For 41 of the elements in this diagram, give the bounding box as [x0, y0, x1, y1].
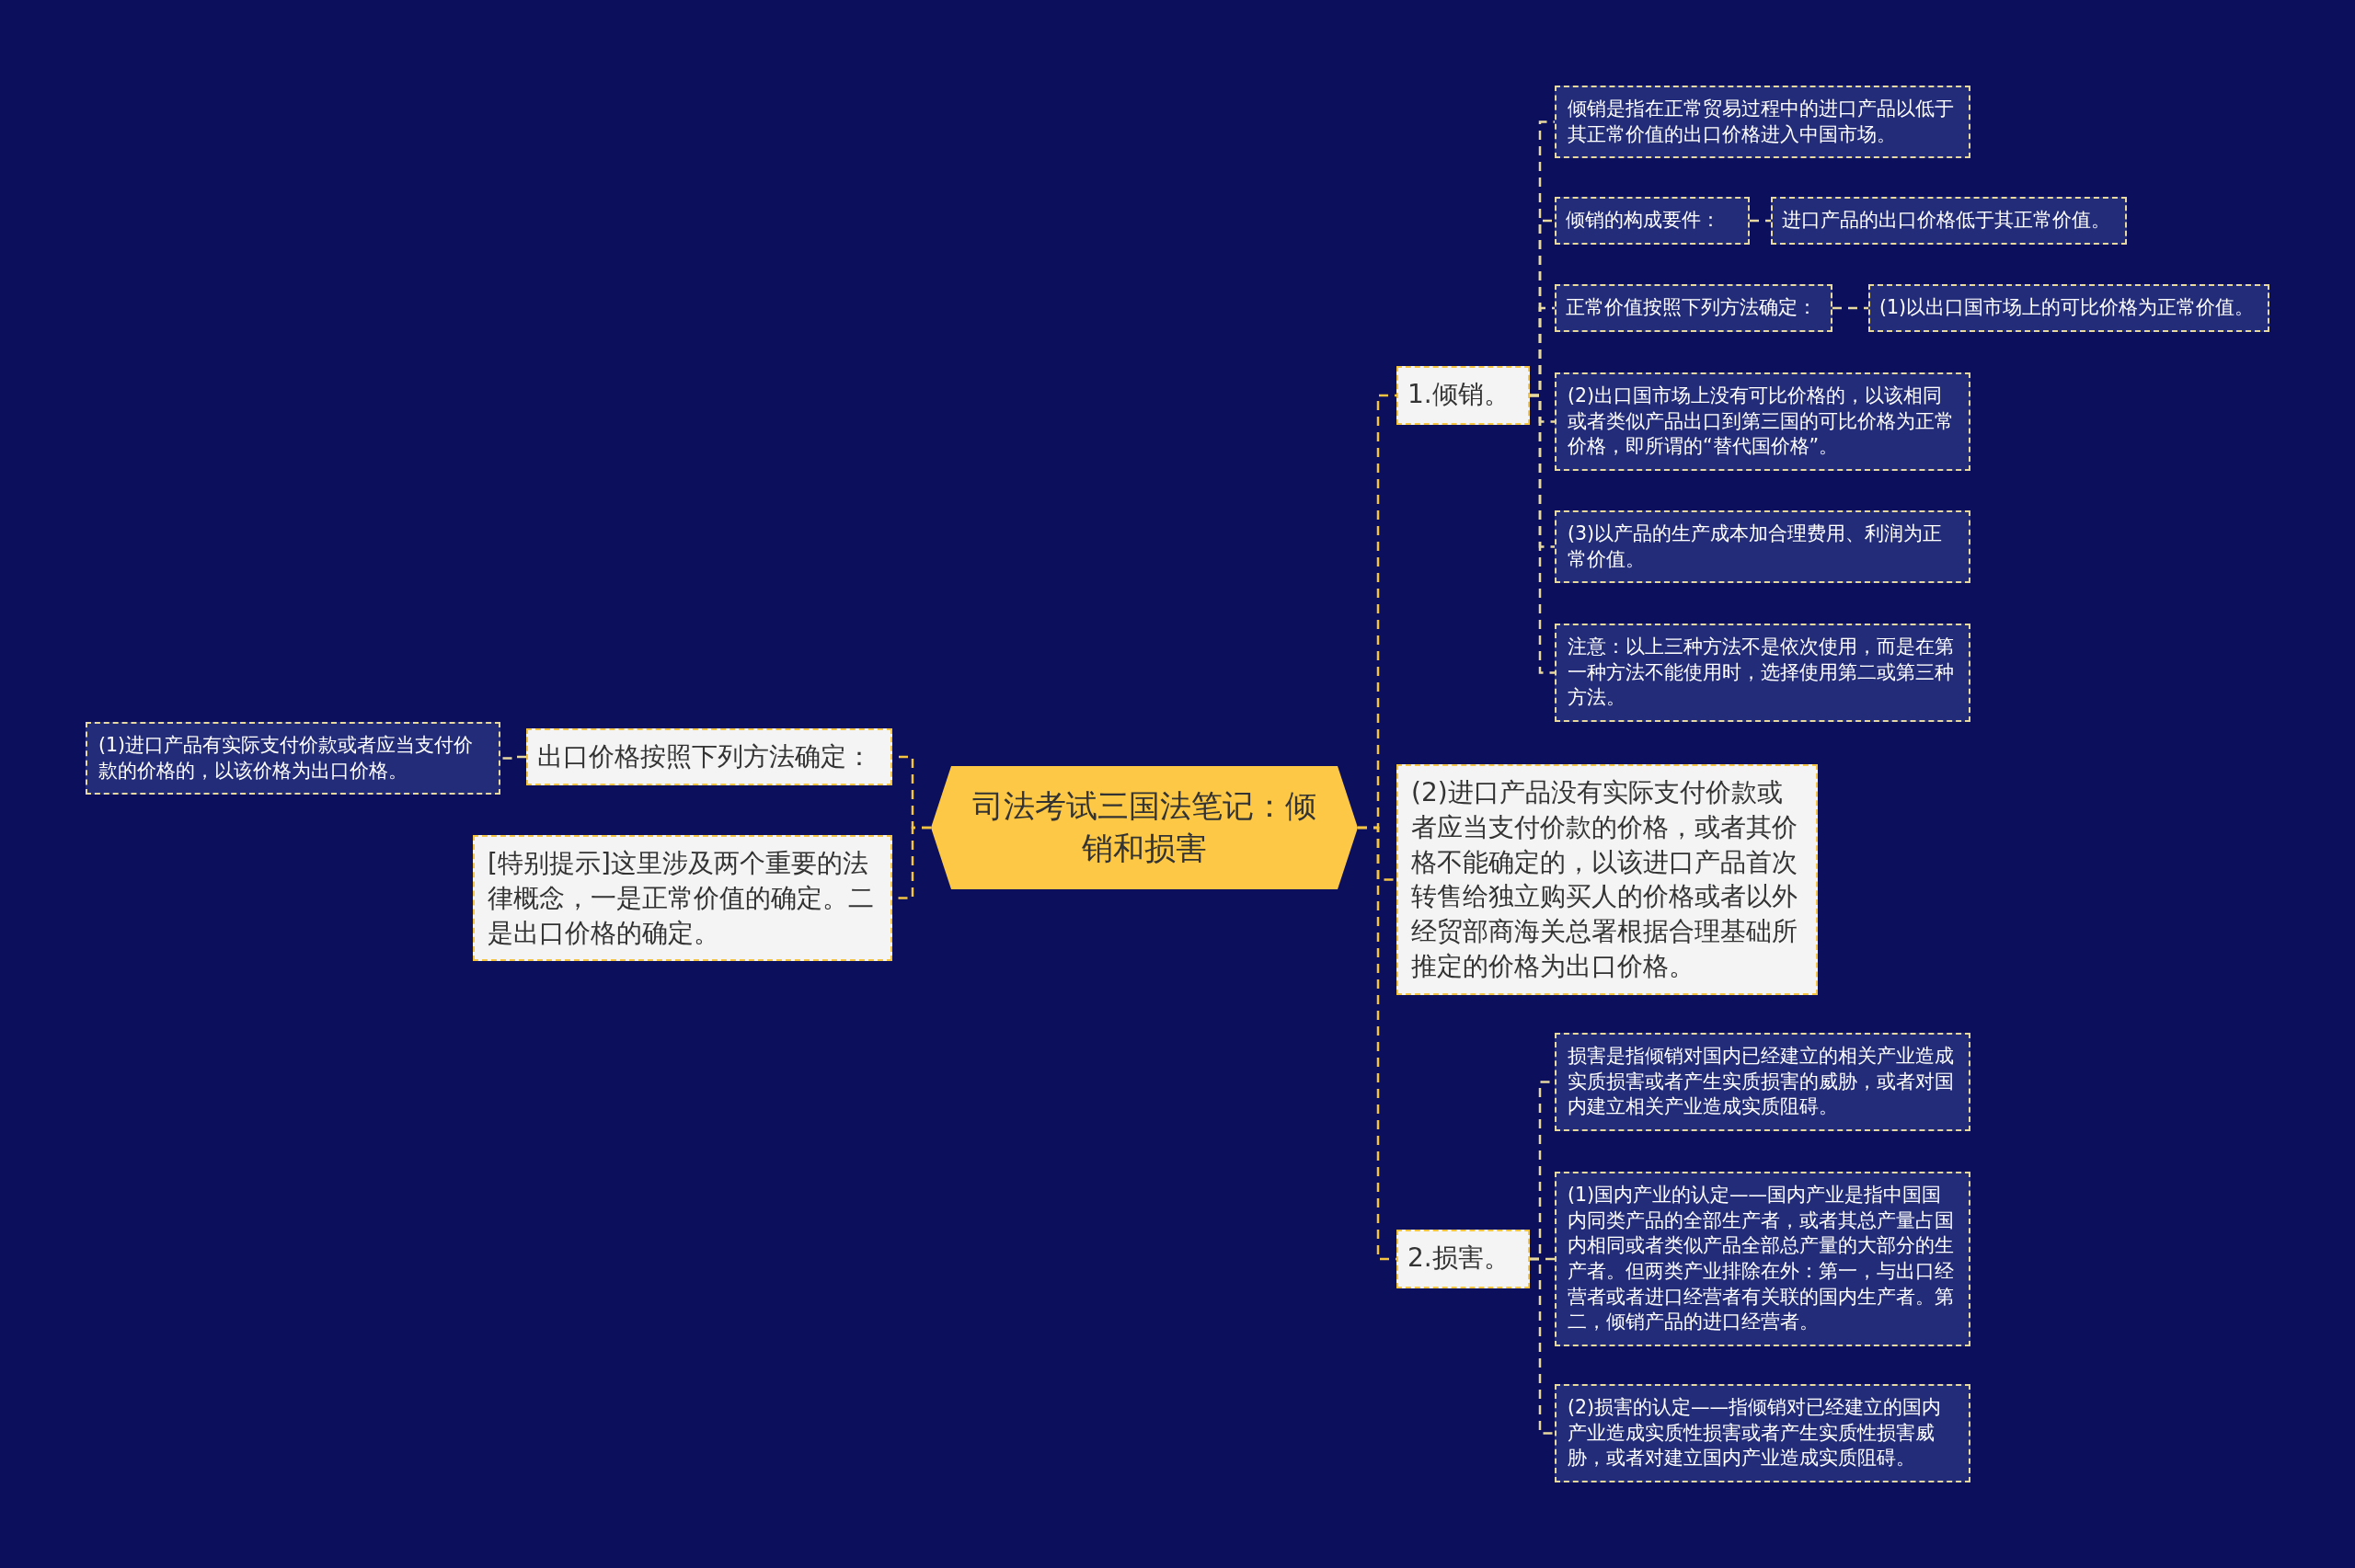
subtopic-box [1555, 1384, 1970, 1482]
topic-text: (1)以出口国市场上的可比价格为正常价值。 [1879, 295, 2256, 320]
subtopic-box [1555, 197, 1750, 245]
topic-text: 损害是指倾销对国内已经建立的相关产业造成实质损害或者产生实质损害的威胁，或者对国内建立相关产业造成实质阻碍。 [1568, 1044, 1955, 1120]
topic-text: (1)进口产品有实际支付价款或者应当支付价款的价格的，以该价格为出口价格。 [98, 733, 475, 784]
topic-text: 1.倾销。 [1407, 378, 1511, 411]
topic-text: 倾销是指在正常贸易过程中的进口产品以低于其正常价值的出口价格进入中国市场。 [1568, 97, 1955, 147]
subtopic-box [1555, 624, 1970, 722]
central-topic-hexagon [931, 766, 1358, 889]
subtopic-box [1555, 1172, 1970, 1347]
topic-box [473, 835, 892, 962]
topic-box [526, 728, 892, 785]
topic-text: (3)以产品的生产成本加合理费用、利润为正常价值。 [1568, 521, 1944, 572]
connector-line [1530, 394, 1555, 674]
subtopic-box [1555, 86, 1970, 159]
topic-text: 注意：以上三种方法不是依次使用，而是在第一种方法不能使用时，选择使用第二或第三种方法。 [1568, 635, 1955, 711]
topic-text: 2.损害。 [1407, 1242, 1511, 1275]
subtopic-box [1868, 284, 2269, 332]
connector-line [1832, 306, 1868, 310]
topic-text: [特别提示]这里涉及两个重要的法律概念，一是正常价值的确定。二是出口价格的确定。 [488, 847, 875, 950]
topic-box [1396, 764, 1818, 995]
topic-text: 正常价值按照下列方法确定： [1566, 295, 1818, 320]
topic-box [1396, 1230, 1530, 1288]
subtopic-box [1555, 372, 1970, 471]
subtopic-box [1555, 284, 1832, 332]
subtopic-box [86, 722, 500, 795]
topic-text: 进口产品的出口价格低于其正常价值。 [1782, 208, 2111, 233]
topic-text: 出口价格按照下列方法确定： [537, 740, 873, 773]
subtopic-box [1555, 510, 1970, 584]
connector-line [1750, 219, 1771, 223]
connector-line [500, 755, 526, 760]
topic-text: (1)国内产业的认定——国内产业是指中国国内同类产品的全部生产者，或者其总产量占国内相同或者类似产品全部总产量的大部分的生产者。但两类产业排除在外：第一，与出口经营者或者进口经营者有关联的国内生产者。第二，倾销产品的进口经营者。 [1568, 1183, 1955, 1335]
topic-text: (2)出口国市场上没有可比价格的，以该相同或者类似产品出口到第三国的可比价格为正常价格，即所谓的“替代国价格”。 [1568, 383, 1955, 460]
connector-line [1530, 1257, 1555, 1435]
topic-box [1396, 366, 1530, 425]
topic-text: (2)进口产品没有实际支付价款或者应当支付价款的价格，或者其价格不能确定的，以该进口产品首次转售给独立购买人的价格或者以外经贸部商海关总署根据合理基础所推定的价格为出口价格。 [1411, 776, 1798, 983]
topic-text: (2)损害的认定——指倾销对已经建立的国内产业造成实质性损害或者产生实质性损害威胁，或者对建立国内产业造成实质阻碍。 [1568, 1395, 1943, 1471]
topic-text: 倾销的构成要件： [1566, 208, 1721, 233]
subtopic-box [1771, 197, 2127, 245]
subtopic-box [1555, 1033, 1970, 1131]
topic-text: 司法考试三国法笔记：倾销和损害 [971, 786, 1317, 868]
